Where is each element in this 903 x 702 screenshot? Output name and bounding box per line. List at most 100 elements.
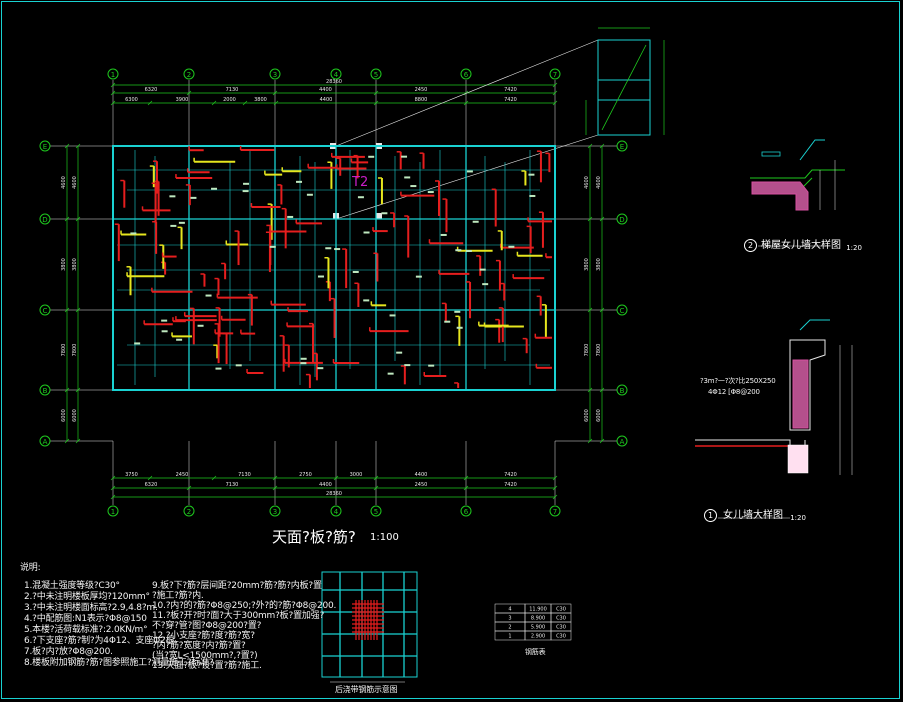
table-cell-text: 2 — [508, 625, 511, 631]
note-left-item: 4.?中配筋图:N1表示?Φ8@150 — [24, 614, 147, 624]
note-right-item: (当?宽L<1500mm?,?置?) — [152, 651, 258, 661]
axis-bubble-top — [370, 68, 382, 80]
dim-left-label: 6000 — [61, 409, 67, 422]
rebar-label-mark — [415, 275, 422, 278]
dim-right2-tick — [599, 216, 605, 222]
axis-bubble-right — [616, 140, 628, 152]
dim-right-label: 6000 — [584, 409, 590, 422]
axis-label-top: 6 — [464, 71, 469, 79]
axis-label-right: B — [620, 387, 625, 395]
axis-label-left: C — [43, 307, 48, 315]
dim-bottom1-tick — [552, 475, 558, 481]
dim-left-label: 7800 — [61, 344, 67, 357]
rebar-label-mark — [161, 330, 168, 333]
dim-right2-label: 3800 — [596, 258, 602, 271]
dim-bottom1-tick — [272, 475, 278, 481]
dim-bottom1-label: 3000 — [350, 472, 363, 478]
rebar-label-mark — [205, 294, 212, 297]
dim-top1-tick — [272, 90, 278, 96]
dim-top2-tick — [373, 100, 379, 106]
dim-total-top-label: 28360 — [326, 79, 342, 85]
parapet1-leader — [799, 319, 830, 331]
frame-outline — [112, 145, 556, 391]
detail2-scale: 1:20 — [846, 244, 862, 252]
detail1-number: 1 — [704, 509, 717, 522]
dim-top1-label: 2450 — [415, 87, 428, 93]
axis-bubble-bottom — [269, 505, 281, 517]
axis-label-top: 2 — [187, 71, 191, 79]
axis-bubble-bottom — [330, 505, 342, 517]
rebar-label-mark — [363, 299, 370, 302]
dim-top2-tick — [463, 100, 469, 106]
table-cell-text: 5.900 — [531, 625, 545, 631]
axis-bubble-bottom — [183, 505, 195, 517]
axis-label-top: 4 — [334, 71, 339, 79]
table-cell-text: 1 — [508, 634, 511, 640]
rebar-label-mark — [404, 176, 411, 179]
rebar-label-mark — [317, 275, 324, 278]
rebar-label-mark — [269, 245, 276, 248]
note-left-item: 7.板?内?放?Φ8@200. — [24, 647, 113, 657]
rebar-label-mark — [134, 342, 141, 345]
dim-total-bottom-tick — [552, 494, 558, 500]
dim-total-top-tick — [110, 82, 116, 88]
dim-left-label: 3800 — [61, 258, 67, 271]
axis-label-bottom: 4 — [334, 508, 339, 516]
dim-total-bottom-tick — [110, 494, 116, 500]
dim-top2-label: 3900 — [176, 97, 189, 103]
dim-left2-tick — [75, 216, 81, 222]
axis-bubble-left — [39, 304, 51, 316]
dim-bottom1-tick — [373, 475, 379, 481]
note-left-item: 3.?中未注明楼面标高?2.9,4.8?m. — [24, 603, 158, 613]
rebar-label-mark — [178, 221, 185, 224]
rebar-label-mark — [300, 362, 307, 365]
note-left-item: 6.?下支座?筋?制?为4Φ12、支座Φ2根. — [24, 636, 178, 646]
parapet1-outline — [789, 339, 826, 431]
post-pour-strip-inset — [321, 571, 418, 683]
parapet1-wall — [792, 359, 809, 429]
stair-core-diagonal — [601, 44, 647, 131]
dim-bottom1-label: 4400 — [415, 472, 428, 478]
rebar-label-mark — [363, 231, 370, 234]
rebar-label-mark — [169, 195, 176, 198]
axis-bubble-top — [183, 68, 195, 80]
note-right-item: 13.天面?板?设?置?筋?施工. — [152, 661, 262, 671]
rebar-label-mark — [130, 232, 137, 235]
axis-label-bottom: 6 — [464, 508, 469, 516]
rebar-label-mark — [197, 324, 204, 327]
dim-top1-tick — [186, 90, 192, 96]
dim-right2-tick — [599, 387, 605, 393]
dim-bottom1-label: 2450 — [176, 472, 189, 478]
rebar-label-mark — [215, 367, 222, 370]
dim-top2-tick — [211, 100, 217, 106]
dim-bottom2-label: 2450 — [415, 482, 428, 488]
axis-label-bottom: 2 — [187, 508, 191, 516]
table-cell-text: C30 — [556, 607, 566, 613]
table-cell-text: C30 — [556, 625, 566, 631]
table-cell-text: 2.900 — [531, 634, 545, 640]
detail1-scale: 1:20 — [790, 514, 806, 522]
detail2-number: 2 — [744, 239, 757, 252]
rebar-lines — [114, 146, 552, 388]
axis-label-right: A — [620, 438, 625, 446]
dim-top1-label: 4400 — [319, 87, 332, 93]
general-notes: 说明: 1.混凝土强度等级?C30°2.?中未注明楼板厚均?120mm°3.?中… — [20, 560, 540, 690]
axis-bubble-right — [616, 213, 628, 225]
rebar-label-mark — [300, 357, 307, 360]
axis-label-top: 3 — [273, 71, 277, 79]
inset-caption: 后浇带钢筋示意图 — [335, 685, 398, 694]
axis-bubble-bottom — [549, 505, 561, 517]
axis-bubble-left — [39, 140, 51, 152]
dim-top2-tick — [552, 100, 558, 106]
dim-left-tick — [64, 216, 70, 222]
rebar-label-mark — [456, 326, 463, 329]
dim-left-tick — [64, 387, 70, 393]
dim-right-label: 4600 — [584, 176, 590, 189]
rebar-label-mark — [479, 268, 486, 271]
